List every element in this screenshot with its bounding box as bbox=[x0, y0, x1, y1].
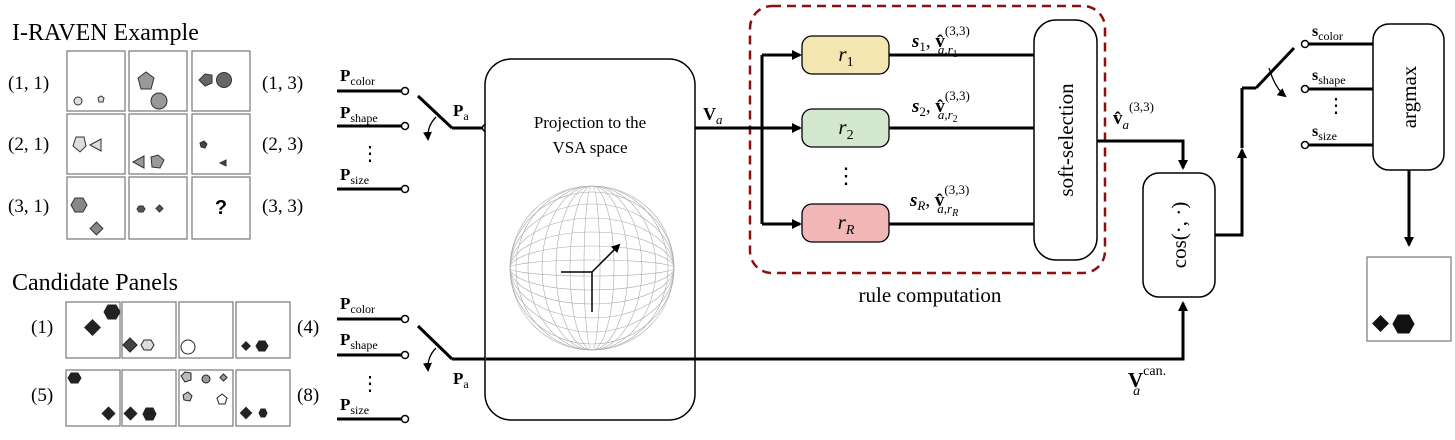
rule-label-R: rR bbox=[838, 210, 855, 238]
iraven-question-mark: ? bbox=[215, 197, 227, 219]
cosine-similarity: v̂a(3,3) cos(·, ·) Vcan.a bbox=[486, 86, 1256, 399]
va-label: Va bbox=[703, 104, 723, 127]
panel-shapes bbox=[70, 71, 232, 236]
candidate-grid bbox=[65, 301, 291, 427]
rule-computation: Va r1 r2 rR ⋮ s1, v̂(3,3)a,r1 s2, v̂(3,3… bbox=[695, 4, 1107, 307]
top-output-label: Pa bbox=[453, 101, 469, 123]
vsa-vectors-icon bbox=[561, 243, 621, 312]
bottom-output-label: Pa bbox=[453, 369, 469, 391]
soft-selection-label: soft-selection bbox=[1054, 83, 1078, 197]
attribute-switch-bottom: Pcolor Pshape ⋮ Psize Pa bbox=[337, 294, 486, 424]
bottom-input-color: Pcolor bbox=[340, 294, 375, 316]
argmax-stage: scolor sshape ⋮ ssize argmax bbox=[1254, 23, 1452, 342]
top-input-color: Pcolor bbox=[340, 66, 375, 88]
bottom-input-size: Psize bbox=[340, 395, 369, 417]
argmax-input-size: ssize bbox=[1312, 123, 1337, 143]
top-input-shape: Pshape bbox=[340, 103, 378, 125]
attribute-switch-top: Pcolor Pshape ⋮ Psize Pa bbox=[337, 66, 491, 194]
iraven-row-label-1: (1, 1) bbox=[8, 73, 49, 94]
iraven-right-label-3: (3, 3) bbox=[262, 196, 303, 217]
rule-label-2: r2 bbox=[838, 115, 853, 143]
argmax-label: argmax bbox=[1397, 65, 1421, 128]
iraven-row-label-2: (2, 1) bbox=[8, 134, 49, 155]
argmax-input-dots: ⋮ bbox=[1326, 95, 1346, 117]
candidate-label-4: (4) bbox=[297, 317, 319, 338]
iraven-right-label-2: (2, 3) bbox=[262, 134, 303, 155]
vsa-sphere-icon bbox=[509, 185, 675, 351]
bottom-input-shape: Pshape bbox=[340, 330, 378, 352]
candidates-title: Candidate Panels bbox=[12, 270, 178, 296]
candidate-8 bbox=[235, 369, 291, 427]
candidate-label-1: (1) bbox=[31, 317, 53, 338]
rules-dots: ⋮ bbox=[835, 163, 857, 188]
candidate-panels: Candidate Panels (1) (5) (4) (8) bbox=[12, 270, 319, 427]
argmax-input-shape: sshape bbox=[1312, 67, 1346, 87]
projection-label-line1: Projection to the bbox=[534, 113, 646, 132]
top-input-size: Psize bbox=[340, 165, 369, 187]
iraven-example: I-RAVEN Example (1, 1) (2, 1) (3, 1) (1,… bbox=[8, 20, 303, 240]
iraven-title: I-RAVEN Example bbox=[12, 20, 199, 46]
rule-output-1: s1, v̂(3,3)a,r1 bbox=[911, 23, 970, 60]
rule-output-2: s2, v̂(3,3)a,r2 bbox=[911, 88, 970, 125]
iraven-right-label-1: (1, 3) bbox=[262, 73, 303, 94]
top-input-dots: ⋮ bbox=[360, 143, 380, 165]
projection-label-line2: VSA space bbox=[552, 138, 627, 157]
rule-label-1: r1 bbox=[838, 42, 853, 70]
rule-computation-caption: rule computation bbox=[859, 283, 1002, 307]
panel-3-3 bbox=[191, 176, 251, 240]
candidate-label-5: (5) bbox=[31, 385, 53, 406]
projection-box: Projection to the VSA space bbox=[484, 58, 696, 421]
candidate-shapes bbox=[67, 304, 269, 421]
candidate-label-8: (8) bbox=[297, 385, 319, 406]
vcan-label: Vcan.a bbox=[1128, 364, 1166, 399]
cos-label: cos(·, ·) bbox=[1167, 202, 1191, 268]
bottom-input-dots: ⋮ bbox=[360, 373, 380, 395]
vhat-label: v̂a(3,3) bbox=[1113, 99, 1154, 132]
argmax-input-color: scolor bbox=[1312, 23, 1343, 43]
iraven-row-label-3: (3, 1) bbox=[8, 196, 49, 217]
rule-output-R: sR, v̂(3,3)a,rR bbox=[909, 182, 969, 219]
